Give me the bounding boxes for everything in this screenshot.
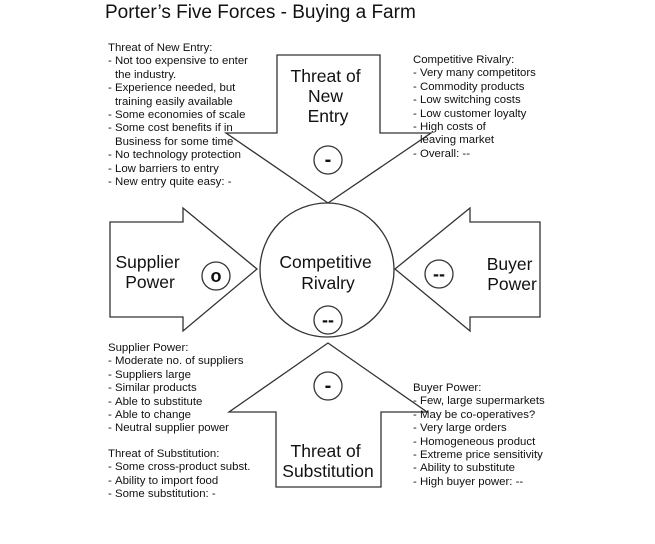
substitution-note-item: Ability to import food (108, 475, 250, 489)
rivalry-note-item: Commodity products (413, 81, 536, 95)
substitution-rating-badge (313, 371, 343, 401)
substitution-rating: - (325, 375, 332, 397)
new-entry-note-item: Low barriers to entry (108, 163, 248, 177)
rivalry-note-item: Low customer loyalty (413, 108, 536, 122)
supplier-power-note-item: Neutral supplier power (108, 422, 244, 436)
buyer-power-note-item: Few, large supermarkets (413, 395, 545, 409)
buyer-power-rating-badge (424, 259, 454, 289)
buyer-power-label: Buyer Power (487, 254, 538, 294)
supplier-power-note-item: Moderate no. of suppliers (108, 355, 244, 369)
rivalry-notes: Competitive Rivalry: Very many competito… (413, 54, 536, 162)
new-entry-notes-heading: Threat of New Entry: (108, 42, 213, 54)
supplier-power-note-item: Able to substitute (108, 396, 244, 410)
buyer-power-note-item: May be co-operatives? (413, 409, 545, 423)
buyer-power-notes: Buyer Power: Few, large supermarketsMay … (413, 382, 545, 490)
rivalry-rating: -- (322, 310, 334, 330)
rivalry-note-item: Low switching costs (413, 94, 536, 108)
supplier-power-label: Supplier Power (115, 252, 184, 292)
buyer-power-arrow (393, 206, 541, 333)
supplier-power-rating: o (211, 266, 222, 286)
supplier-power-arrow (109, 206, 259, 333)
buyer-power-note-item: Homogeneous product (413, 436, 545, 450)
rivalry-rating-badge (313, 305, 343, 335)
buyer-power-rating: -- (433, 264, 445, 284)
supplier-power-note-item: Similar products (108, 382, 244, 396)
buyer-power-notes-heading: Buyer Power: (413, 382, 482, 394)
substitution-note-item: Some cross-product subst. (108, 461, 250, 475)
new-entry-arrow (223, 54, 434, 204)
page-title: Porter’s Five Forces - Buying a Farm (105, 2, 416, 23)
rivalry-circle (259, 202, 395, 338)
substitution-note-item: Some substitution: - (108, 488, 250, 502)
substitution-notes: Threat of Substitution: Some cross-produ… (108, 448, 250, 502)
supplier-power-note-item: Suppliers large (108, 369, 244, 383)
buyer-power-note-item: Ability to substitute (413, 462, 545, 476)
substitution-notes-heading: Threat of Substitution: (108, 448, 220, 460)
rivalry-note-item: Overall: -- (413, 148, 536, 162)
new-entry-note-item: Some economies of scale (108, 109, 248, 123)
new-entry-notes: Threat of New Entry: Not too expensive t… (108, 42, 248, 190)
buyer-power-note-item: Very large orders (413, 422, 545, 436)
rivalry-notes-heading: Competitive Rivalry: (413, 54, 515, 66)
new-entry-note-item: New entry quite easy: - (108, 176, 248, 190)
rivalry-label: Competitive Rivalry (279, 252, 376, 293)
new-entry-note-item: No technology protection (108, 149, 248, 163)
supplier-power-notes-heading: Supplier Power: (108, 342, 189, 354)
new-entry-rating-badge (313, 145, 343, 175)
new-entry-label: Threat of New Entry (291, 66, 366, 126)
supplier-power-rating-badge (201, 261, 231, 291)
rivalry-note-item: Very many competitors (413, 67, 536, 81)
supplier-power-note-item: Able to change (108, 409, 244, 423)
buyer-power-note-item: Extreme price sensitivity (413, 449, 545, 463)
supplier-power-notes: Supplier Power: Moderate no. of supplier… (108, 342, 244, 436)
buyer-power-note-item: High buyer power: -- (413, 476, 545, 490)
new-entry-rating: - (325, 149, 332, 171)
substitution-label: Threat of Substitution (282, 441, 373, 481)
